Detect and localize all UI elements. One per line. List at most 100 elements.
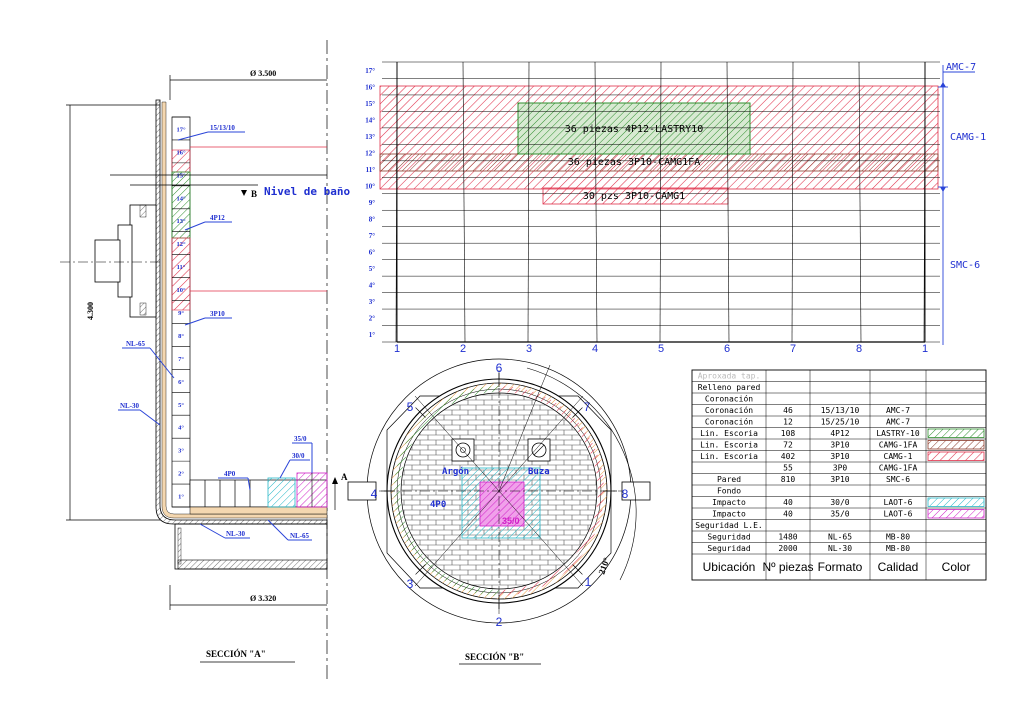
label-buza: Buza — [528, 467, 550, 477]
development-row-label: 10° — [365, 183, 375, 191]
table-color-swatch — [927, 428, 985, 438]
wall-row-label: 2° — [178, 471, 184, 478]
development-row-label: 13° — [365, 133, 375, 141]
development-column-label: 3 — [526, 343, 532, 355]
wall-row-label: 3° — [178, 448, 184, 455]
table-color-swatch — [927, 497, 985, 507]
angle-label: 210° — [596, 556, 611, 576]
table-cell: 40 — [783, 510, 793, 519]
table-header: Formato — [818, 560, 863, 574]
development-row-label: 4° — [369, 281, 376, 289]
table-cell: CAMG-1FA — [879, 464, 918, 473]
side-label-camg1: CAMG-1 — [950, 132, 986, 143]
dim-top-label: Ø 3.500 — [250, 69, 276, 78]
table-cell: LAOT-6 — [884, 510, 913, 519]
callout-35-0: 35/0 — [294, 435, 307, 443]
callout-nl30-wall: NL-30 — [120, 402, 140, 410]
outer-shell-octagon — [386, 395, 612, 589]
table-cell: 30/0 — [830, 498, 849, 507]
development-row-label: 15° — [365, 100, 375, 108]
table-color-swatch — [927, 509, 985, 519]
callout-3p10: 3P10 — [210, 310, 225, 318]
wall-row-label: 13° — [176, 218, 186, 225]
wall-course-green — [171, 171, 191, 239]
callout-4p12: 4P12 — [210, 214, 225, 222]
dim-height-label: 4.300 — [86, 302, 95, 320]
table-cell: LASTRY-10 — [876, 429, 920, 438]
table-cell: Impacto — [712, 510, 746, 519]
wall-row-lines — [172, 116, 190, 508]
wall-row-label: 6° — [178, 379, 184, 386]
section-b-number: 8 — [622, 487, 629, 501]
section-b-number: 5 — [407, 400, 414, 414]
development-column-label: 1 — [922, 343, 928, 355]
table-cell: Seguridad L.E. — [695, 521, 762, 530]
bath-level-label: Nivel de baño — [264, 185, 350, 198]
wall-row-label: 5° — [178, 402, 184, 409]
table-cell: AMC-7 — [886, 406, 910, 415]
table-cell: Aproxada tap. — [698, 372, 761, 381]
development-row-label: 8° — [369, 215, 376, 223]
development-row-label: 14° — [365, 117, 375, 125]
table-cell: LAOT-6 — [884, 498, 913, 507]
wall-course-red — [171, 237, 191, 311]
development-row-labels: 1°2°3°4°5°6°7°8°9°10°11°12°13°14°15°16°1… — [365, 67, 375, 339]
wall-row-label: 8° — [178, 333, 184, 340]
table-cell: MB-80 — [886, 533, 910, 542]
table-cell: 3P10 — [830, 475, 849, 484]
table-cell: Seguridad — [707, 544, 751, 553]
table-cell: Relleno pared — [698, 383, 761, 392]
table-color-swatch — [927, 440, 985, 450]
section-a-marker: A — [341, 472, 348, 482]
table-cell: 12 — [783, 418, 793, 427]
wall-row-label: 7° — [178, 356, 184, 363]
trunnion-left — [347, 481, 377, 501]
table-cell: 4P12 — [830, 429, 849, 438]
floor-bricks — [189, 472, 328, 515]
development-row-label: 1° — [369, 331, 376, 339]
side-label-amc7: AMC-7 — [946, 62, 976, 73]
table-cell: NL-65 — [828, 533, 852, 542]
floor-impact-30 — [267, 477, 296, 508]
development-row-label: 9° — [369, 199, 376, 207]
band-label-lastry: 36 piezas 4P12-LASTRY10 — [565, 124, 703, 135]
wall-row-label: 16° — [176, 149, 186, 156]
section-a-title: SECCIÓN "A" — [206, 649, 266, 659]
table-cell: 3P10 — [830, 441, 849, 450]
development-column-label: 7 — [790, 343, 796, 355]
callout-30-0: 30/0 — [292, 452, 305, 460]
wall-row-label: 9° — [178, 310, 184, 317]
table-header: Color — [942, 560, 971, 574]
table-cell: 72 — [783, 441, 793, 450]
table-cell: 402 — [781, 452, 796, 461]
wall-row-label: 14° — [176, 195, 186, 202]
dim-bottom-label: Ø 3.320 — [250, 594, 276, 603]
development-column-label: 8 — [856, 343, 862, 355]
table-cell: 3P0 — [833, 464, 848, 473]
table-cell: Lin. Escoria — [700, 429, 758, 438]
table-cell: 15/13/10 — [821, 406, 860, 415]
label-argon: Argón — [442, 466, 469, 477]
development-row-label: 17° — [365, 67, 375, 75]
table-cell: MB-80 — [886, 544, 910, 553]
development-column-label: 1 — [394, 343, 400, 355]
trunnion-right — [621, 481, 651, 501]
materials-table: Aproxada tap.Relleno paredCoronaciónCoro… — [691, 369, 987, 581]
wall-row-label: 10° — [176, 287, 186, 294]
table-cell: Fondo — [717, 487, 741, 496]
table-cell: Coronación — [705, 394, 753, 404]
callout-nl65-floor: NL-65 — [290, 532, 310, 540]
table-header: Calidad — [878, 560, 919, 574]
wall-row-label: 15° — [176, 172, 186, 179]
table-cell: 46 — [783, 406, 793, 415]
table-cell: Pared — [717, 475, 741, 484]
table-cell: SMC-6 — [886, 475, 910, 484]
development-column-label: 5 — [658, 343, 664, 355]
table-cell: 1480 — [778, 533, 797, 542]
development-row-label: 11° — [366, 166, 376, 174]
section-b-title: SECCIÓN "B" — [465, 652, 524, 662]
table-cell: 3P10 — [830, 452, 849, 461]
table-cell: CAMG-1 — [884, 452, 913, 461]
